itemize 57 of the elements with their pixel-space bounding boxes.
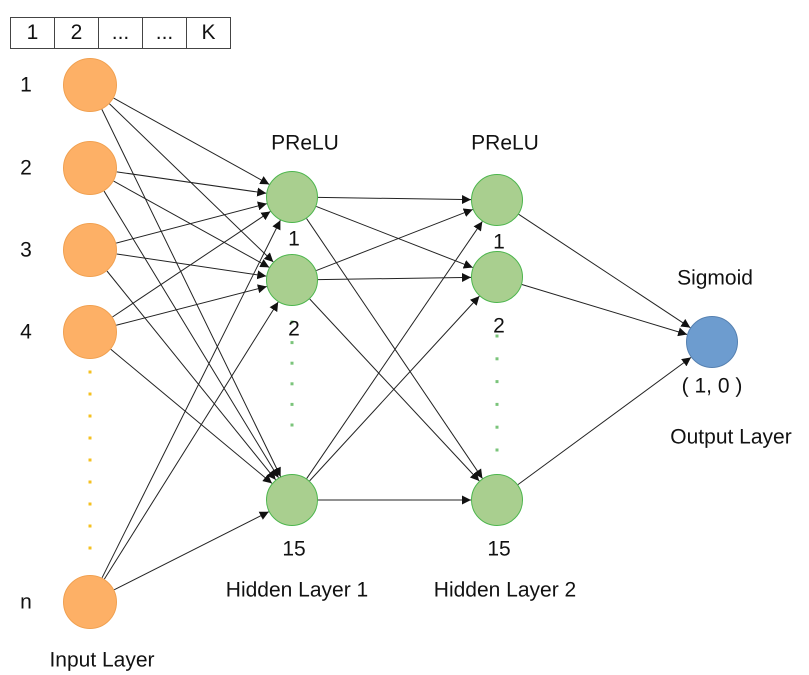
neuron-circle (266, 254, 318, 306)
neuron-circle (471, 251, 523, 303)
layer-label: Hidden Layer 1 (226, 580, 368, 600)
arrow (116, 284, 268, 326)
arrow (517, 356, 692, 486)
arrow (114, 511, 270, 590)
arrow (116, 202, 268, 244)
arrow (108, 103, 274, 262)
arrow (113, 98, 270, 185)
arrow (318, 496, 472, 504)
arrow (521, 284, 688, 336)
arrow (104, 190, 279, 478)
table-cell: ... (98, 17, 143, 49)
neuron-circle (63, 305, 117, 359)
arrow (102, 220, 281, 578)
neuron-circle (63, 575, 117, 629)
neuron-circle (471, 174, 523, 226)
layer-label: Input Layer (49, 650, 155, 670)
neuron-number: 15 (282, 538, 306, 560)
arrow (116, 253, 267, 280)
neuron-number: 1 (493, 232, 505, 252)
neuron-circle (266, 171, 318, 223)
layer-label: Hidden Layer 2 (434, 580, 576, 600)
arrow (110, 348, 272, 484)
neuron-circle (63, 141, 117, 195)
activation-label: PReLU (471, 132, 539, 154)
neuron-circle (63, 223, 117, 277)
neuron-number: n (20, 592, 32, 612)
table-cell: 1 (10, 17, 55, 49)
table-cell: 2 (54, 17, 99, 49)
arrow (104, 302, 279, 580)
arrow (318, 195, 472, 204)
table-cell: ... (142, 17, 187, 49)
arrow (116, 171, 267, 196)
activation-label: PReLU (271, 132, 339, 154)
neuron-circle (471, 474, 523, 526)
arrow (113, 180, 270, 268)
neuron-circle (686, 316, 738, 368)
activation-label: Sigmoid (677, 268, 753, 288)
layer-label: Output Layer (670, 426, 792, 448)
neuron-number: 1 (20, 74, 32, 96)
arrow (318, 273, 472, 282)
neuron-circle (266, 474, 318, 526)
arrow (101, 108, 282, 478)
table-cell: K (186, 17, 231, 49)
arrow (112, 210, 271, 318)
output-values: ( 1, 0 ) (682, 376, 742, 396)
neuron-number: 2 (20, 158, 32, 178)
neuron-number: 3 (20, 240, 32, 260)
arrow (106, 270, 276, 480)
neuron-number: 4 (20, 322, 32, 342)
neuron-circle (63, 58, 117, 112)
arrow (518, 214, 691, 328)
neuron-number: 2 (288, 318, 300, 340)
neuron-number: 2 (493, 316, 505, 336)
neuron-number: 1 (288, 228, 300, 250)
neuron-number: 15 (487, 538, 511, 560)
